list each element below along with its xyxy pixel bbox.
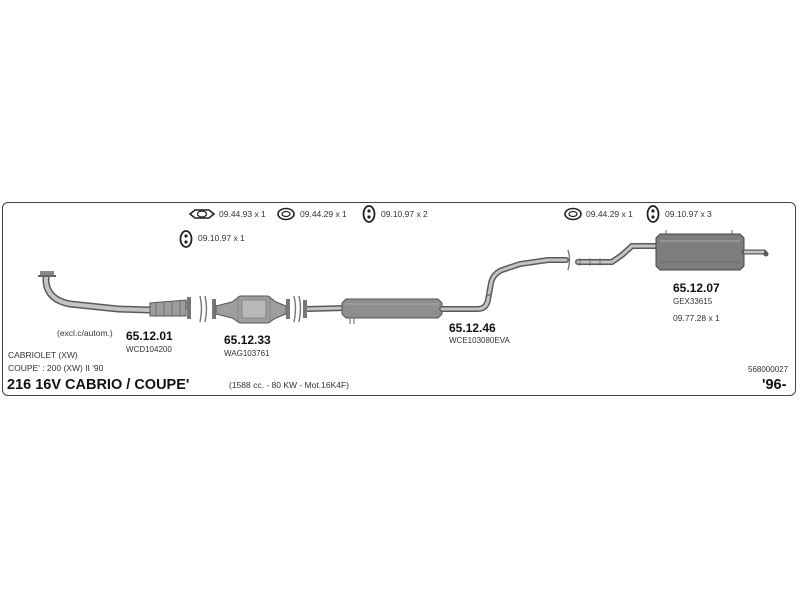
- vehicle-line2: COUPE' : 200 (XW) II '90: [8, 363, 104, 373]
- rubber-hanger-icon: [179, 230, 193, 248]
- gasket-icon: [188, 209, 216, 219]
- part-ref: WAG103761: [224, 349, 270, 358]
- hardware-label: 09.10.97 x 2: [381, 209, 428, 219]
- gasket-icon: [564, 207, 582, 221]
- rear-silencer-assembly: [575, 230, 769, 271]
- joint-clamp: [293, 295, 302, 323]
- catalytic-converter: [212, 295, 290, 324]
- part-code: 65.12.01: [126, 329, 173, 343]
- flex-section: [149, 299, 187, 317]
- joint-clamp: [567, 249, 571, 271]
- catalog-number: 568000027: [748, 365, 789, 374]
- hardware-label: 09.10.97 x 1: [198, 233, 245, 243]
- hardware-label: 09.44.29 x 1: [586, 209, 633, 219]
- joint-flange: [187, 297, 191, 319]
- part-code: 65.12.46: [449, 321, 496, 335]
- manifold-flange: [40, 271, 54, 275]
- part-extra: 09.77.28 x 1: [673, 313, 720, 323]
- model-year: '96-: [762, 377, 787, 393]
- rubber-hanger-icon: [646, 205, 660, 223]
- front-pipe: [38, 271, 191, 319]
- engine-spec: (1588 cc. - 80 KW - Mot.16K4F): [229, 380, 349, 390]
- part-ref: GEX33615: [673, 297, 713, 306]
- rubber-hanger-icon: [362, 205, 376, 223]
- gasket-icon: [277, 207, 295, 221]
- hardware-label: 09.44.93 x 1: [219, 209, 266, 219]
- rear-silencer: [655, 233, 745, 271]
- part-code: 65.12.07: [673, 281, 720, 295]
- part-ref: WCE103080EVA: [449, 336, 510, 345]
- vehicle-line1: CABRIOLET (XW): [8, 350, 78, 360]
- vehicle-model: 216 16V CABRIO / COUPE': [7, 377, 190, 393]
- middle-silencer: [341, 298, 443, 319]
- hardware-label: 09.44.29 x 1: [300, 209, 347, 219]
- part-note: (excl.c/autom.): [57, 328, 113, 338]
- joint-clamp: [199, 295, 208, 323]
- hardware-label: 09.10.97 x 3: [665, 209, 712, 219]
- part-ref: WCD104200: [126, 345, 172, 354]
- part-code: 65.12.33: [224, 333, 271, 347]
- middle-pipe: [303, 257, 569, 324]
